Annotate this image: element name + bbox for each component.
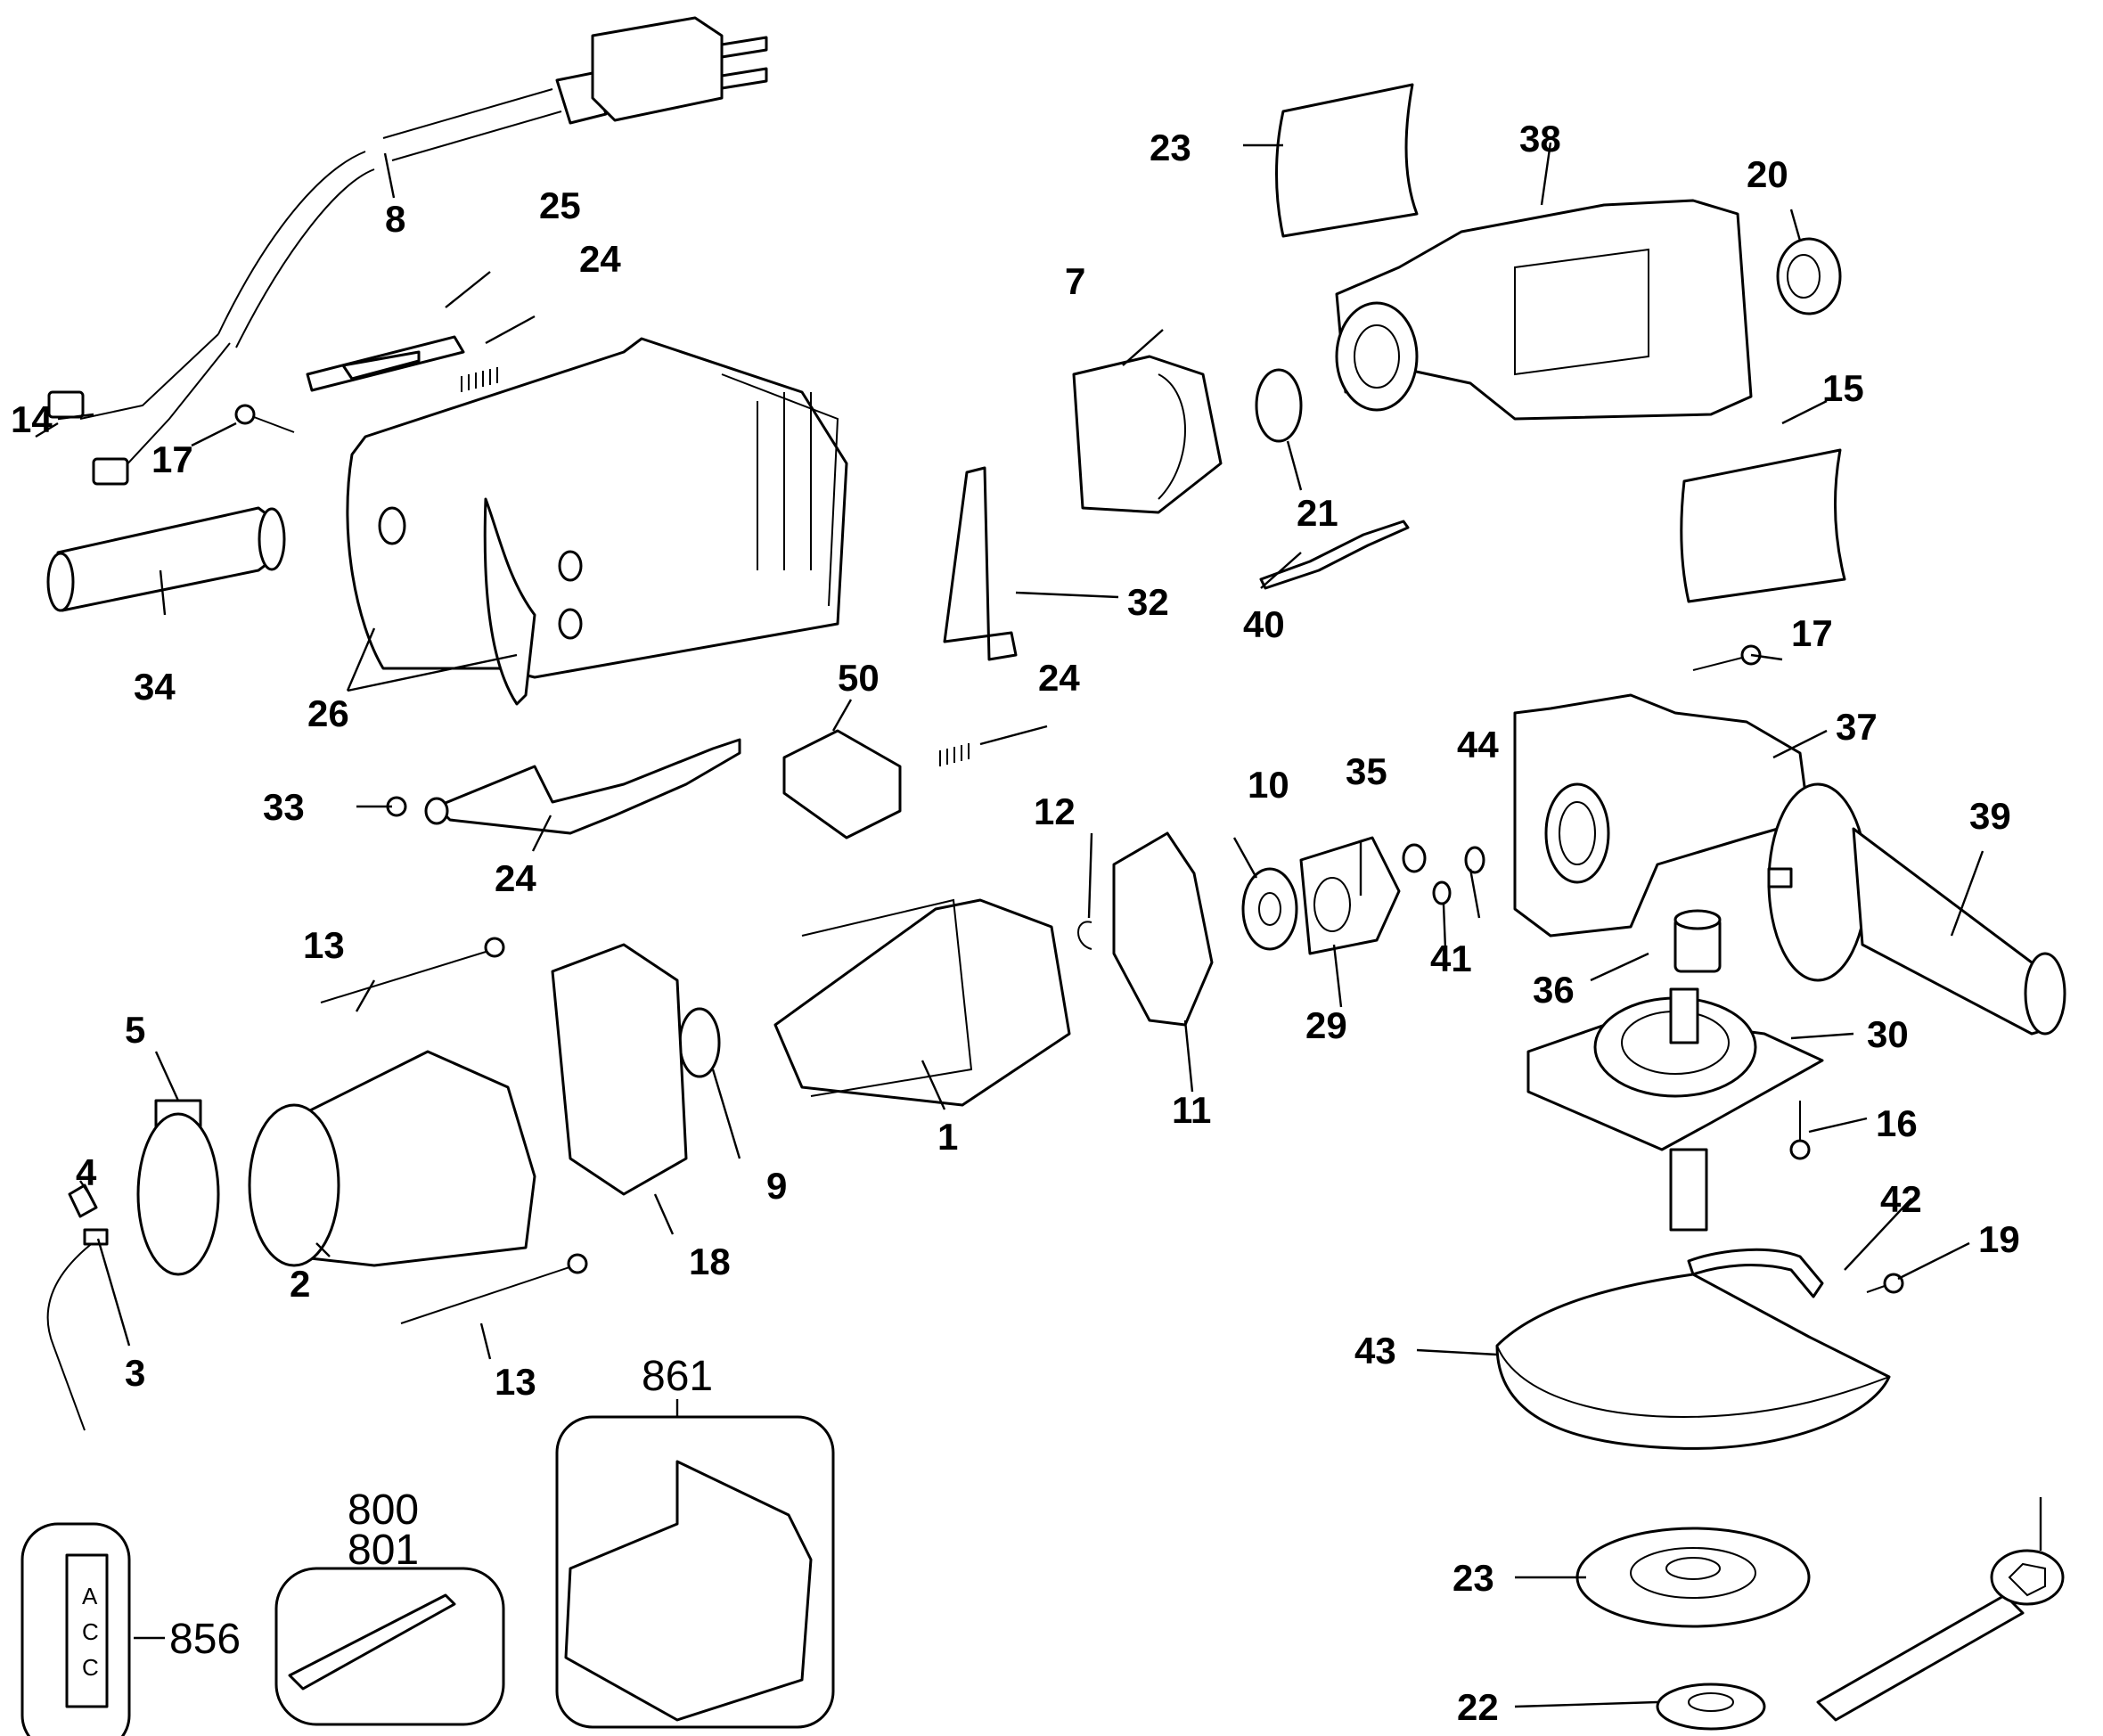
callout-44: 50 — [838, 657, 880, 699]
spring — [461, 367, 970, 766]
acc-label-c1: C — [82, 1618, 99, 1645]
callout-24b: 24 — [1038, 657, 1080, 699]
motor-housing — [346, 337, 848, 706]
side-handle — [1767, 782, 2066, 1036]
callout-3: 3 — [125, 1352, 145, 1394]
callout-43: 44 — [1457, 724, 1499, 766]
callout-8: 8 — [385, 198, 405, 240]
field — [248, 1050, 536, 1267]
o-ring — [1255, 368, 1303, 443]
callout-35: 36 — [1533, 969, 1575, 1011]
nameplate — [1275, 83, 1419, 238]
spanner-wrench — [1816, 1549, 2065, 1722]
callout-labels: 8 25 24 14 17 34 26 33 24 50 24 7 32 23 … — [11, 118, 2020, 1728]
callout-5: 5 — [125, 1009, 145, 1051]
bearing-10 — [1241, 867, 1298, 951]
callout-31: 37 — [1836, 706, 1878, 748]
callout-9: 9 — [766, 1165, 787, 1207]
gear-case — [1513, 693, 1811, 938]
callout-861: 861 — [642, 1353, 713, 1400]
retaining-ring — [1077, 921, 1092, 950]
accessory-800-801: 800 801 — [274, 1486, 505, 1726]
switch-rod — [306, 335, 465, 392]
callout-42: 42 — [1880, 1178, 1922, 1220]
callout-13a: 13 — [303, 924, 345, 966]
callout-4: 4 — [76, 1151, 97, 1193]
callout-36: 34 — [134, 666, 176, 708]
acc-label-a: A — [82, 1583, 98, 1609]
callout-21: 22 — [1457, 1686, 1499, 1728]
brush-holder — [782, 729, 902, 839]
callout-13b: 13 — [495, 1361, 536, 1403]
callout-23: 23 — [1150, 127, 1191, 168]
cord-protector — [46, 506, 286, 612]
inner-flange — [1575, 1527, 1811, 1628]
power-cord — [79, 16, 768, 482]
callout-15: 15 — [1822, 367, 1864, 409]
callout-1: 1 — [937, 1116, 958, 1158]
callout-17b: 17 — [1791, 612, 1833, 654]
field-case — [1335, 199, 1753, 421]
callout-12: 12 — [1034, 790, 1076, 832]
callout-10: 10 — [1248, 764, 1289, 806]
callout-40: 40 — [1243, 603, 1285, 645]
screw-16 — [1789, 1101, 1811, 1160]
callout-18: 19 — [1978, 1218, 2020, 1260]
fan-baffle — [551, 943, 688, 1196]
brush-spring — [1259, 520, 1410, 590]
callout-39: 41 — [1430, 938, 1472, 979]
callout-7: 7 — [1065, 260, 1085, 302]
callout-11: 11 — [1172, 1089, 1211, 1131]
spacer — [1673, 909, 1722, 973]
clamp-nut — [1656, 1683, 1766, 1731]
callout-26: 24 — [495, 857, 536, 899]
callout-41: 43 — [1354, 1330, 1396, 1372]
callout-27: 18 — [689, 1241, 731, 1282]
armature — [678, 898, 1071, 1107]
callout-800: 800 — [348, 1486, 419, 1534]
wheel-guard — [1495, 1273, 1891, 1450]
lead-terminal — [83, 1228, 109, 1246]
long-screw — [320, 937, 588, 1324]
callout-30: 30 — [1867, 1013, 1909, 1055]
callout-29: 29 — [1305, 1004, 1347, 1046]
label-plate — [1680, 448, 1846, 603]
callout-2: 2 — [290, 1263, 310, 1305]
baffle — [1112, 831, 1214, 1027]
washers — [1402, 843, 1485, 905]
switch-bracket — [943, 466, 1018, 661]
callout-19: 20 — [1747, 153, 1788, 195]
callout-34: 35 — [1346, 750, 1387, 792]
lead-wire — [46, 1238, 99, 1431]
callout-17: 17 — [151, 438, 193, 480]
terminal — [47, 390, 129, 486]
switch — [1072, 355, 1223, 514]
pinion — [1299, 836, 1401, 955]
callout-37: 39 — [1969, 795, 2011, 837]
callout-16: 16 — [1876, 1102, 1918, 1144]
bearing-top — [1776, 237, 1842, 315]
callout-14: 14 — [11, 398, 53, 440]
screw-18 — [1866, 1273, 1904, 1294]
guard-clamp — [1687, 1248, 1824, 1298]
spindle-assembly — [1526, 987, 1824, 1232]
callout-38: 38 — [1519, 118, 1561, 160]
callout-20: 21 — [1297, 492, 1338, 534]
callout-32: 32 — [1127, 581, 1169, 623]
callout-33: 33 — [263, 786, 305, 828]
callout-24: 24 — [579, 238, 621, 280]
accessory-856: A C C 856 — [20, 1522, 241, 1736]
callout-801: 801 — [348, 1527, 419, 1574]
accessory-861: 861 — [555, 1353, 835, 1729]
carbon-brush — [68, 1183, 98, 1218]
callout-25: 25 — [539, 184, 581, 226]
brush-holder-5 — [136, 1099, 220, 1276]
acc-label-c2: C — [82, 1654, 99, 1681]
callout-22: 23 — [1452, 1557, 1494, 1599]
switch-lever — [424, 738, 741, 835]
callout-856: 856 — [169, 1616, 241, 1663]
callout-28: 26 — [307, 692, 349, 734]
